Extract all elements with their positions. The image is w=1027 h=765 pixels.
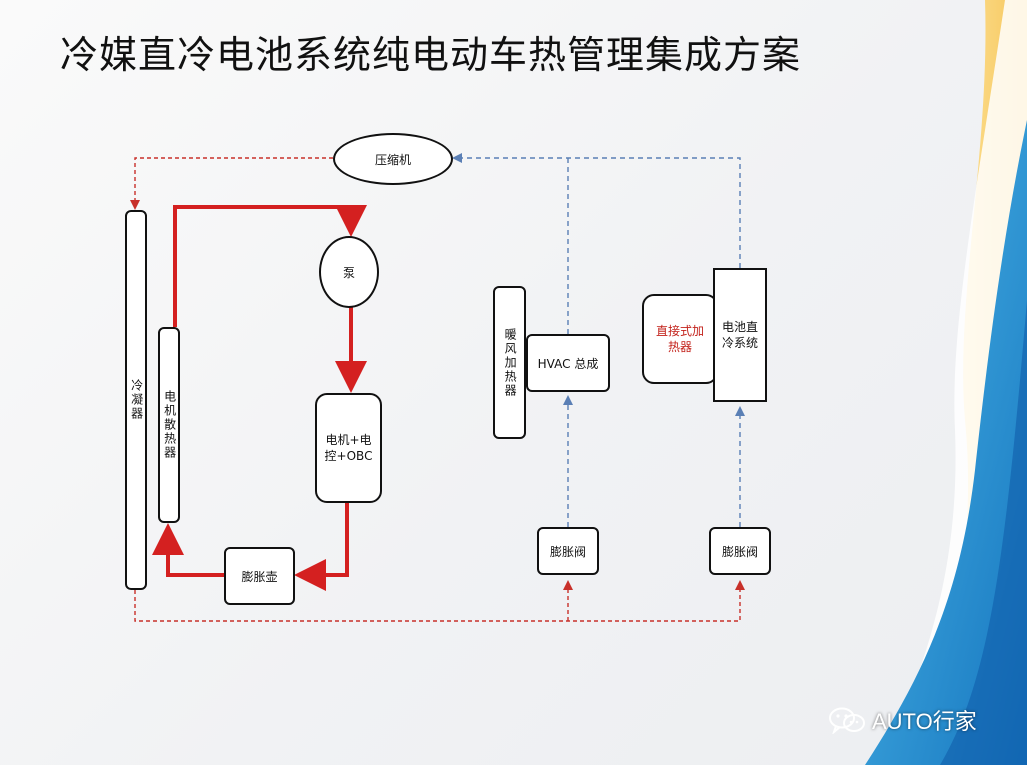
refrigerant-high-line bbox=[130, 157, 745, 622]
page-title: 冷媒直冷电池系统纯电动车热管理集成方案 bbox=[60, 33, 802, 77]
watermark-text: AUTO行家 bbox=[872, 709, 977, 734]
expansion-tank-label: 膨胀壶 bbox=[241, 569, 278, 584]
hvac-node: HVAC 总成 bbox=[526, 334, 610, 392]
expansion-tank-node: 膨胀壶 bbox=[224, 547, 295, 605]
pump-node: 泵 bbox=[319, 236, 379, 308]
coolant-loop bbox=[152, 205, 367, 591]
motor-controller-node: 电机+电 控+OBC bbox=[315, 393, 382, 503]
battery-direct-cooling-label: 电池直 冷系统 bbox=[721, 319, 758, 350]
motor-controller-label: 电机+电 控+OBC bbox=[324, 432, 373, 463]
expansion-valve-1-label: 膨胀阀 bbox=[549, 544, 586, 559]
warm-air-heater-node: 暖风加热器 bbox=[493, 286, 526, 439]
condenser-label: 冷凝器 bbox=[129, 379, 144, 421]
refrigerant-low-line bbox=[452, 153, 745, 527]
direct-heater-node: 直接式加 热器 bbox=[642, 294, 718, 384]
wechat-icon bbox=[829, 707, 865, 734]
motor-radiator-node: 电机散热器 bbox=[158, 327, 180, 523]
condenser-node: 冷凝器 bbox=[125, 210, 147, 590]
battery-direct-cooling-node: 电池直 冷系统 bbox=[713, 268, 767, 402]
expansion-valve-1-node: 膨胀阀 bbox=[537, 527, 599, 575]
compressor-label: 压缩机 bbox=[374, 152, 411, 167]
warm-air-heater-label: 暖风加热器 bbox=[503, 327, 518, 398]
hvac-label: HVAC 总成 bbox=[537, 356, 599, 371]
expansion-valve-2-label: 膨胀阀 bbox=[721, 544, 758, 559]
compressor-node: 压缩机 bbox=[333, 133, 453, 185]
direct-heater-label: 直接式加 热器 bbox=[655, 323, 704, 354]
expansion-valve-2-node: 膨胀阀 bbox=[709, 527, 771, 575]
pump-label: 泵 bbox=[342, 265, 355, 280]
motor-radiator-label: 电机散热器 bbox=[162, 390, 177, 460]
watermark: AUTO行家 bbox=[828, 704, 977, 736]
